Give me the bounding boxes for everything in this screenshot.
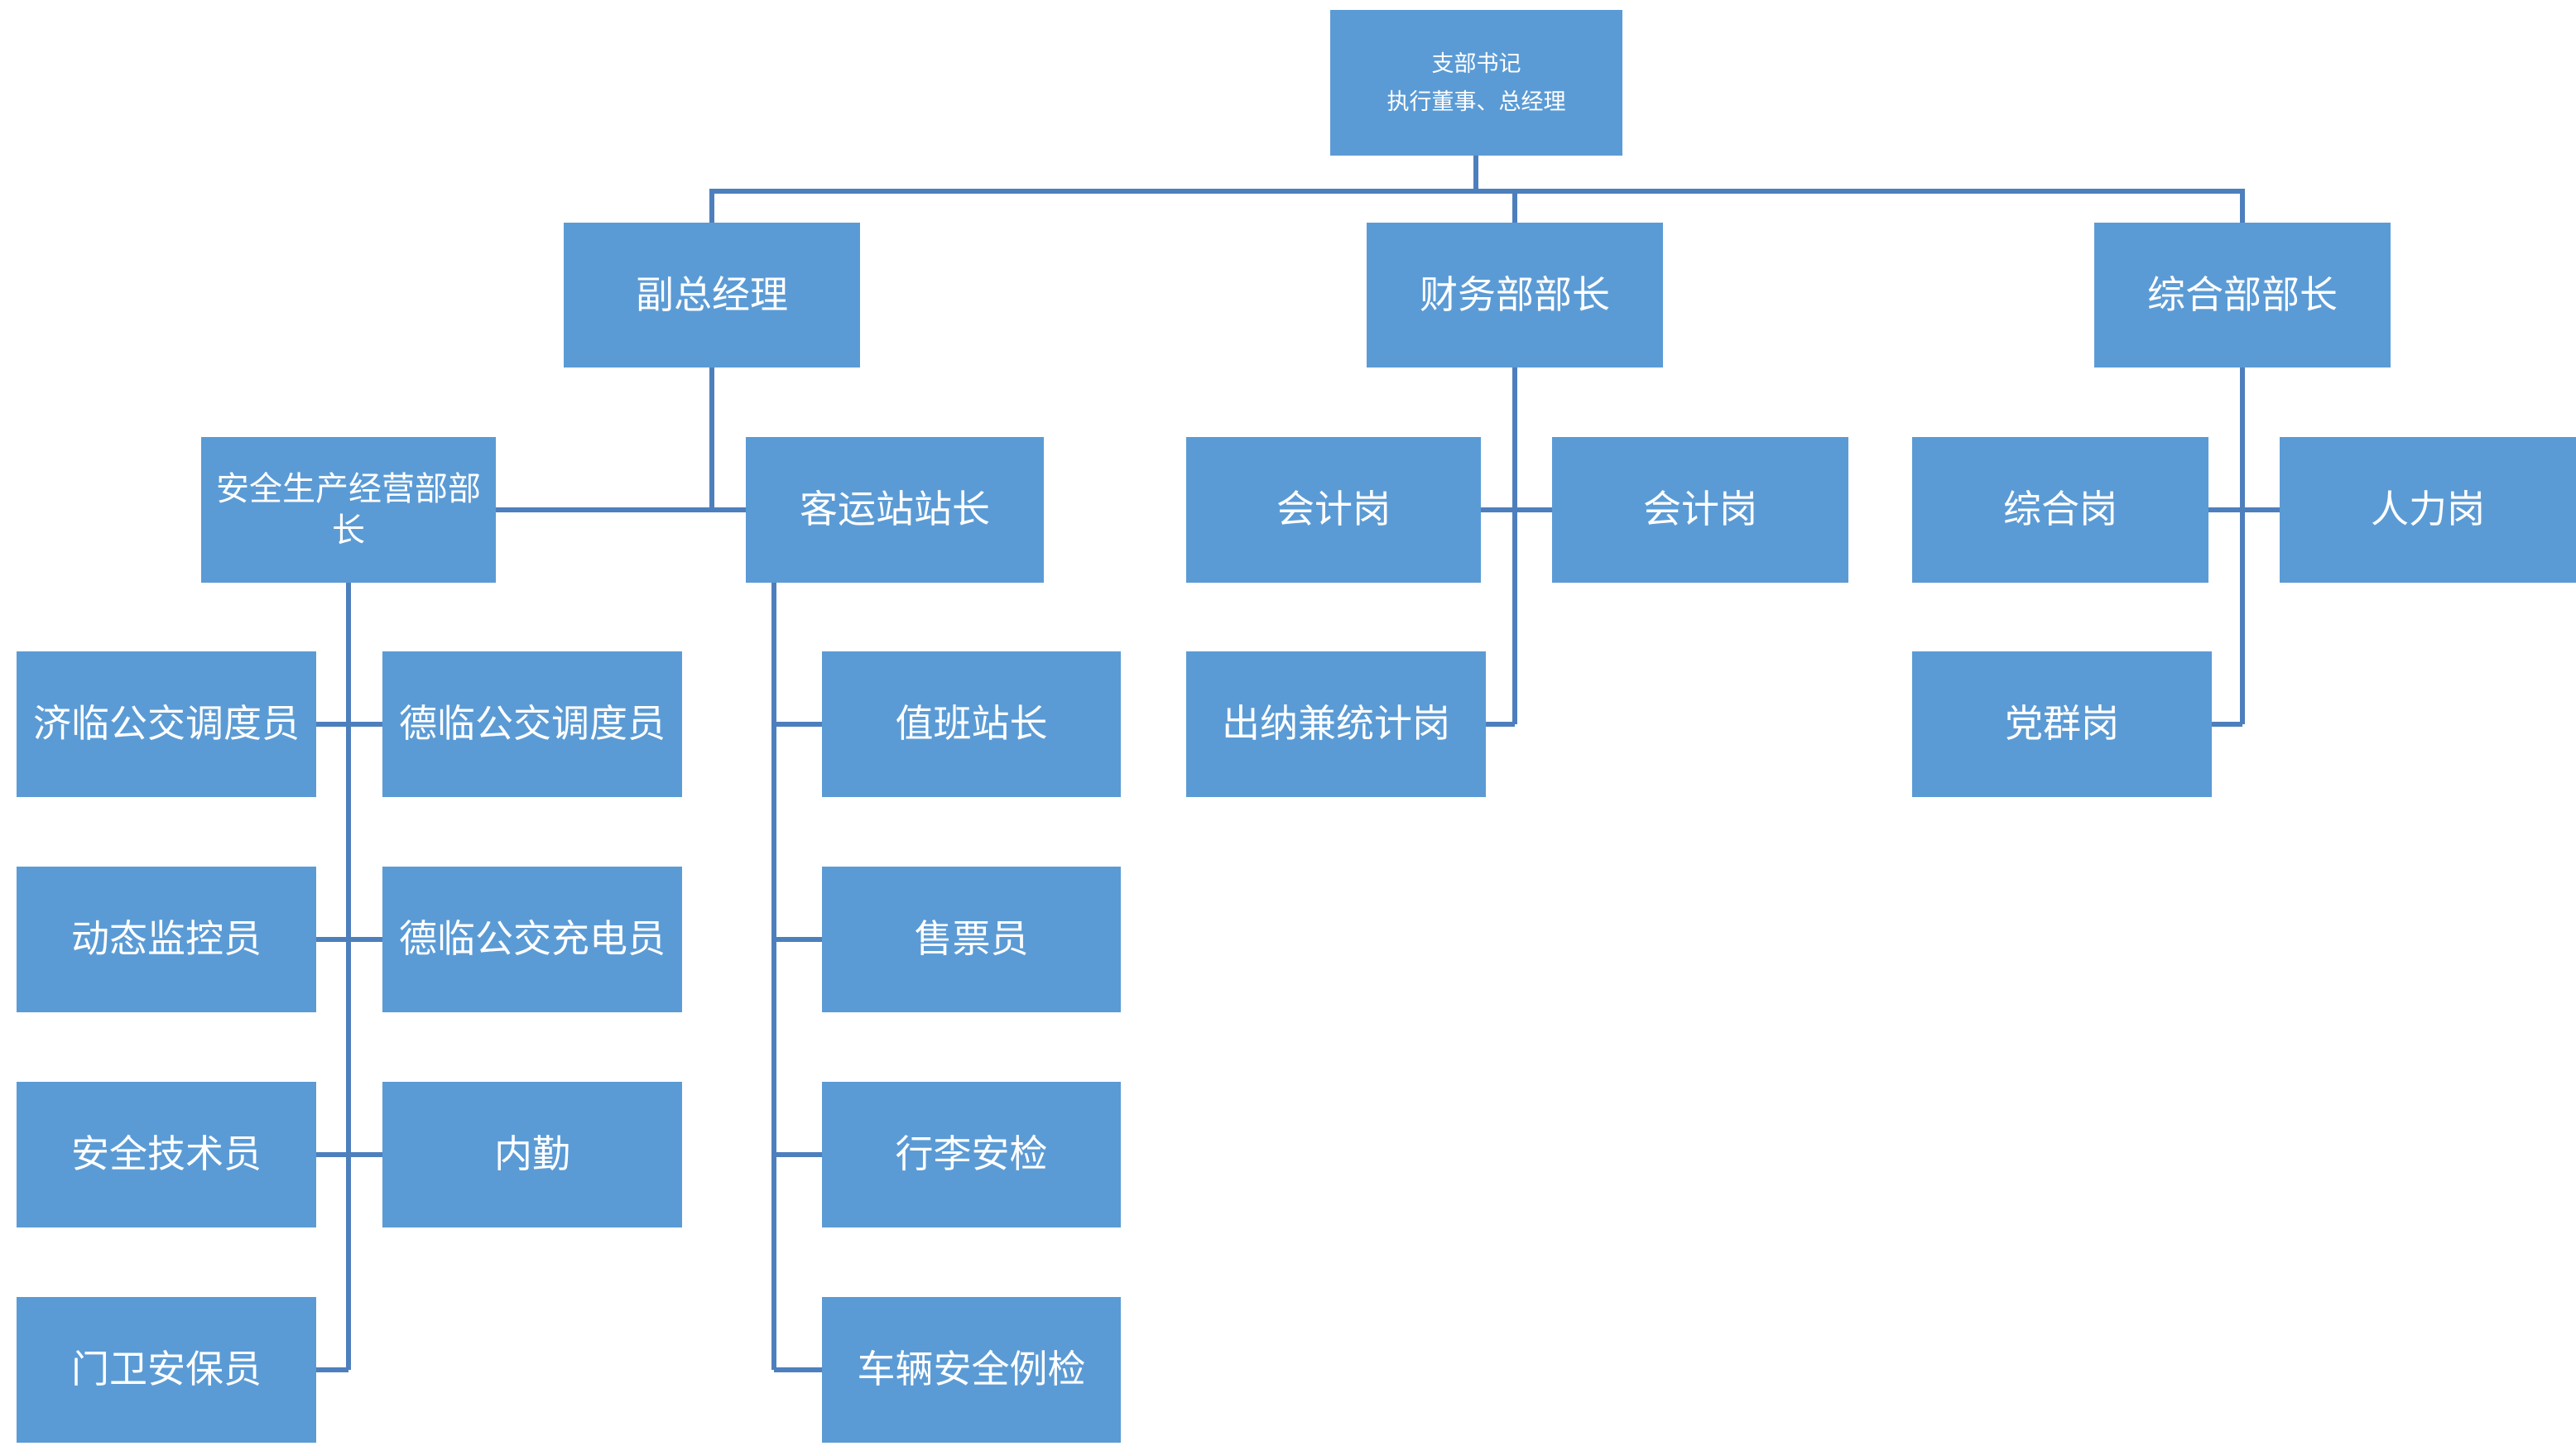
org-node-luggage-security-check: 行李安检	[822, 1082, 1121, 1227]
org-node-hr-post: 人力岗	[2280, 437, 2576, 583]
org-node-cashier-statistics-post: 出纳兼统计岗	[1186, 651, 1486, 797]
org-node-duty-station-master: 值班站长	[822, 651, 1121, 797]
org-node-label: 售票员	[914, 917, 1029, 961]
org-node-label: 德临公交调度员	[399, 702, 666, 746]
org-node-label: 综合岗	[2003, 488, 2117, 531]
org-node-label: 财务部部长	[1420, 272, 1610, 316]
org-node-passenger-station-master: 客运站站长	[746, 437, 1044, 583]
org-node-label: 综合部部长	[2147, 272, 2338, 316]
org-node-delin-bus-charger: 德临公交充电员	[382, 867, 682, 1012]
org-node-accountant-post-1: 会计岗	[1186, 437, 1481, 583]
org-node-branch-secretary: 支部书记 执行董事、总经理	[1330, 10, 1622, 156]
org-node-label: 执行董事、总经理	[1387, 89, 1566, 114]
org-node-party-mass-post: 党群岗	[1912, 651, 2212, 797]
org-node-delin-bus-dispatcher: 德临公交调度员	[382, 651, 682, 797]
org-node-accountant-post-2: 会计岗	[1552, 437, 1848, 583]
org-node-label: 党群岗	[2005, 702, 2119, 746]
org-node-jilin-bus-dispatcher: 济临公交调度员	[17, 651, 316, 797]
org-node-label: 支部书记	[1431, 51, 1521, 76]
org-node-vehicle-safety-inspection: 车辆安全例检	[822, 1297, 1121, 1443]
org-node-label: 出纳兼统计岗	[1222, 702, 1450, 746]
org-node-label: 门卫安保员	[71, 1348, 262, 1391]
org-node-ticket-seller: 售票员	[822, 867, 1121, 1012]
org-node-label: 会计岗	[1643, 488, 1757, 531]
org-node-label: 副总经理	[636, 272, 788, 316]
org-node-label: 安全技术员	[71, 1132, 262, 1176]
org-node-internal-affairs: 内勤	[382, 1082, 682, 1227]
org-node-label: 值班站长	[895, 702, 1048, 746]
org-node-label: 车辆安全例检	[857, 1348, 1086, 1391]
org-node-safety-operations-head: 安全生产经营部部长	[201, 437, 496, 583]
org-node-general-department-head: 综合部部长	[2094, 223, 2391, 368]
org-node-label: 济临公交调度员	[33, 702, 300, 746]
org-node-gate-guard: 门卫安保员	[17, 1297, 316, 1443]
org-node-label: 会计岗	[1276, 488, 1391, 531]
org-node-safety-technician: 安全技术员	[17, 1082, 316, 1227]
org-node-label: 德临公交充电员	[399, 917, 666, 961]
org-node-label: 安全生产经营部部长	[216, 471, 481, 549]
org-node-label: 内勤	[494, 1132, 570, 1176]
org-node-label: 行李安检	[895, 1132, 1048, 1176]
org-node-finance-department-head: 财务部部长	[1367, 223, 1663, 368]
org-node-vice-general-manager: 副总经理	[564, 223, 860, 368]
org-node-label: 客运站站长	[800, 488, 990, 531]
org-node-general-post: 综合岗	[1912, 437, 2208, 583]
org-node-dynamic-monitor: 动态监控员	[17, 867, 316, 1012]
org-node-label: 动态监控员	[71, 917, 262, 961]
org-node-label: 人力岗	[2371, 488, 2485, 531]
